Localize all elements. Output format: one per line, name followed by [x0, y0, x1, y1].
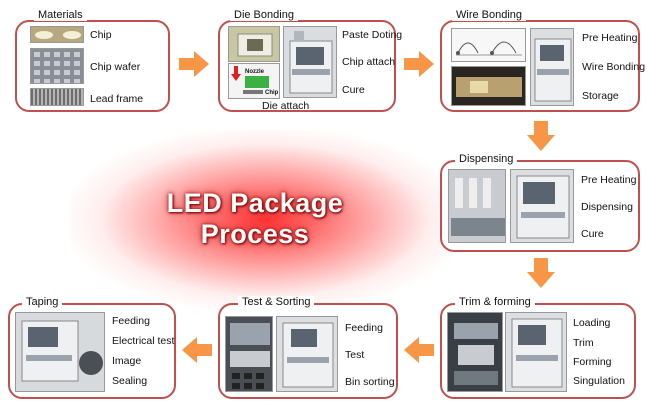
lead-frame-photo — [30, 88, 84, 106]
nozzle-label: Nozzle — [245, 69, 265, 75]
dispensing-nozzles-photo — [448, 169, 506, 243]
wire-bonding-title: Wire Bonding — [452, 9, 527, 21]
materials-step-3: Lead frame — [90, 93, 144, 105]
trim-machine-photo — [505, 312, 567, 392]
wire-bonding-step-2: Wire Bonding — [582, 61, 646, 73]
materials-step-1: Chip — [90, 29, 112, 41]
die-chip-photo — [228, 26, 280, 62]
trim-forming-step-4: Singulation — [573, 375, 625, 387]
test-fixture-photo — [225, 316, 273, 392]
dispensing-title: Dispensing — [455, 153, 518, 165]
wire-bonding-step-1: Pre Heating — [582, 32, 638, 44]
die-bonding-step-3: Cure — [342, 84, 365, 96]
title-glow — [70, 130, 460, 310]
wire-bond-diagram — [451, 28, 526, 62]
center-title: LED Package Process — [166, 188, 344, 249]
die-bonder-machine-photo — [283, 26, 337, 98]
arrow-right-2-icon — [404, 51, 434, 77]
materials-step-2: Chip wafer — [90, 61, 141, 73]
die-attach-diagram: Nozzle Chip — [228, 63, 280, 99]
trim-tool-photo — [447, 312, 503, 392]
wire-bonding-step-3: Storage — [582, 90, 619, 102]
test-sorting-step-3: Bin sorting — [345, 376, 395, 388]
chip-photo — [30, 26, 84, 43]
taping-step-3: Image — [112, 355, 142, 367]
taping-step-1: Feeding — [112, 315, 150, 327]
wire-bonder-machine-photo — [530, 28, 574, 106]
dispensing-step-3: Cure — [581, 228, 604, 240]
sorter-machine-photo — [276, 316, 338, 392]
dispensing-machine-photo — [510, 169, 574, 243]
arrow-left-2-icon — [182, 337, 212, 363]
dispensing-step-1: Pre Heating — [581, 174, 637, 186]
materials-title: Materials — [34, 9, 87, 21]
die-bonding-title: Die Bonding — [230, 9, 298, 21]
taping-machine-photo — [15, 312, 105, 392]
arrow-left-1-icon — [404, 337, 434, 363]
test-sorting-title: Test & Sorting — [238, 296, 315, 308]
test-sorting-step-2: Test — [345, 349, 365, 361]
die-bonding-step-2: Chip attach — [342, 56, 396, 68]
die-bonding-caption: Die attach — [262, 100, 310, 112]
trim-forming-step-2: Trim — [573, 337, 594, 349]
arrow-down-1-icon — [527, 121, 555, 151]
dispensing-step-2: Dispensing — [581, 201, 633, 213]
die-bonding-step-1: Paste Doting — [342, 29, 403, 41]
test-sorting-step-1: Feeding — [345, 322, 383, 334]
trim-forming-step-3: Forming — [573, 356, 612, 368]
arrow-down-2-icon — [527, 258, 555, 288]
chip-wafer-photo — [30, 48, 84, 84]
wire-bond-closeup-photo — [451, 66, 526, 106]
chip-diagram-label: Chip — [265, 90, 279, 96]
taping-step-4: Sealing — [112, 375, 148, 387]
taping-step-2: Electrical test — [112, 335, 175, 347]
arrow-right-1-icon — [179, 51, 209, 77]
trim-forming-step-1: Loading — [573, 317, 611, 329]
taping-title: Taping — [22, 296, 63, 308]
trim-forming-title: Trim & forming — [455, 296, 535, 308]
